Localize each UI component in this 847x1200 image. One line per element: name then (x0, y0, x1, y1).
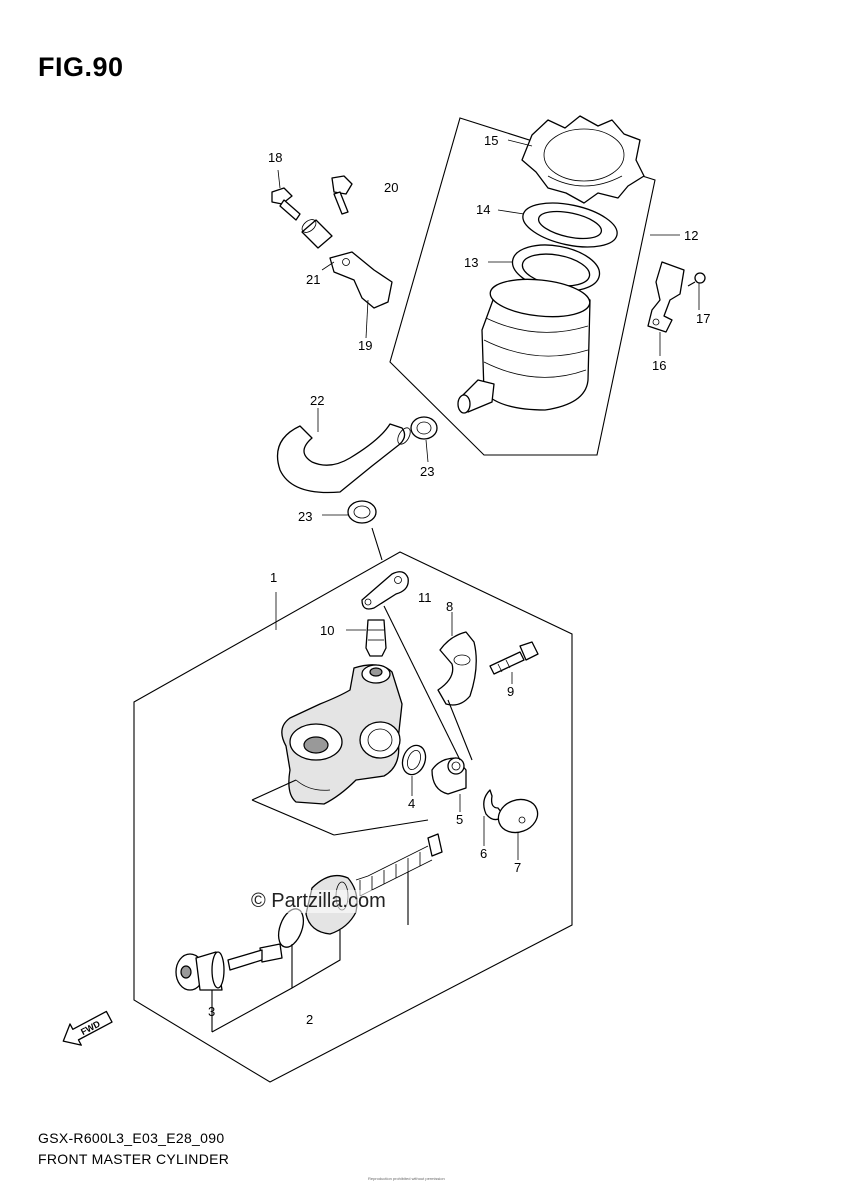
part-label-2[interactable]: 2 (306, 1012, 313, 1027)
o-ring[interactable] (399, 742, 430, 778)
part-label-12[interactable]: 12 (684, 228, 698, 243)
circlip[interactable] (483, 789, 505, 821)
reservoir-bracket[interactable] (647, 261, 685, 333)
hose-clamp-upper[interactable] (410, 416, 438, 440)
master-cylinder-group (133, 551, 573, 1083)
part-label-4[interactable]: 4 (408, 796, 415, 811)
figure-title: FIG.90 (38, 52, 124, 82)
body-base-line-3 (333, 819, 429, 836)
reservoir-group (389, 115, 706, 456)
hose-clamp-lower[interactable] (347, 500, 377, 524)
leader-hose-to-body (371, 527, 383, 561)
collar-21[interactable] (300, 217, 333, 249)
leader-union-to-connector (383, 605, 461, 761)
part-label-16[interactable]: 16 (652, 358, 666, 373)
bracket-screw[interactable] (687, 272, 706, 287)
master-cylinder-holder[interactable] (437, 631, 477, 706)
part-label-21[interactable]: 21 (306, 272, 320, 287)
part-label-5[interactable]: 5 (456, 812, 463, 827)
part-label-6[interactable]: 6 (480, 846, 487, 861)
bleeder-valve[interactable] (365, 619, 387, 657)
copyright-notice: Reproduction prohibited without permissi… (368, 1176, 445, 1181)
bolt-18[interactable] (271, 187, 301, 221)
reservoir-hose[interactable] (276, 423, 413, 494)
leader-holder (447, 699, 473, 761)
part-label-1[interactable]: 1 (270, 570, 277, 585)
reservoir-connector[interactable] (431, 757, 467, 795)
master-cylinder-body[interactable] (281, 664, 403, 805)
reservoir-cap[interactable] (521, 115, 645, 204)
part-label-19[interactable]: 19 (358, 338, 372, 353)
body-base-line (251, 779, 297, 801)
part-label-8[interactable]: 8 (446, 599, 453, 614)
figure-model-code: GSX-R600L3_E03_E28_090 (38, 1130, 225, 1146)
figure-name: FRONT MASTER CYLINDER (38, 1151, 230, 1167)
part-label-23-upper[interactable]: 23 (420, 464, 434, 479)
reservoir-body[interactable] (457, 275, 592, 414)
diaphragm-plate[interactable] (519, 195, 621, 254)
part-label-17[interactable]: 17 (696, 311, 710, 326)
push-rod[interactable] (175, 951, 225, 991)
dust-boot[interactable] (494, 794, 543, 838)
part-label-9[interactable]: 9 (507, 684, 514, 699)
part-label-13[interactable]: 13 (464, 255, 478, 270)
holder-bolt[interactable] (489, 641, 539, 675)
part-label-7[interactable]: 7 (514, 860, 521, 875)
master-cylinder-group-outline (133, 551, 573, 1083)
part-label-18[interactable]: 18 (268, 150, 282, 165)
piston-set-bracket (211, 930, 341, 1033)
union-plate[interactable] (361, 571, 409, 610)
leader-lines (211, 139, 700, 1004)
part-label-15[interactable]: 15 (484, 133, 498, 148)
part-label-11[interactable]: 11 (418, 590, 432, 605)
body-base-line-2 (251, 799, 335, 836)
part-label-14[interactable]: 14 (476, 202, 490, 217)
part-labels: 15 14 13 12 17 16 18 20 21 19 22 23 23 1… (208, 133, 710, 1027)
part-label-20[interactable]: 20 (384, 180, 398, 195)
reservoir-mount-19[interactable] (329, 251, 393, 309)
fwd-arrow: FWD (62, 1010, 113, 1046)
part-label-22[interactable]: 22 (310, 393, 324, 408)
bolt-20[interactable] (331, 175, 353, 215)
part-label-3[interactable]: 3 (208, 1004, 215, 1019)
part-label-23-lower[interactable]: 23 (298, 509, 312, 524)
watermark: © Partzilla.com (248, 890, 389, 913)
part-label-10[interactable]: 10 (320, 623, 334, 638)
